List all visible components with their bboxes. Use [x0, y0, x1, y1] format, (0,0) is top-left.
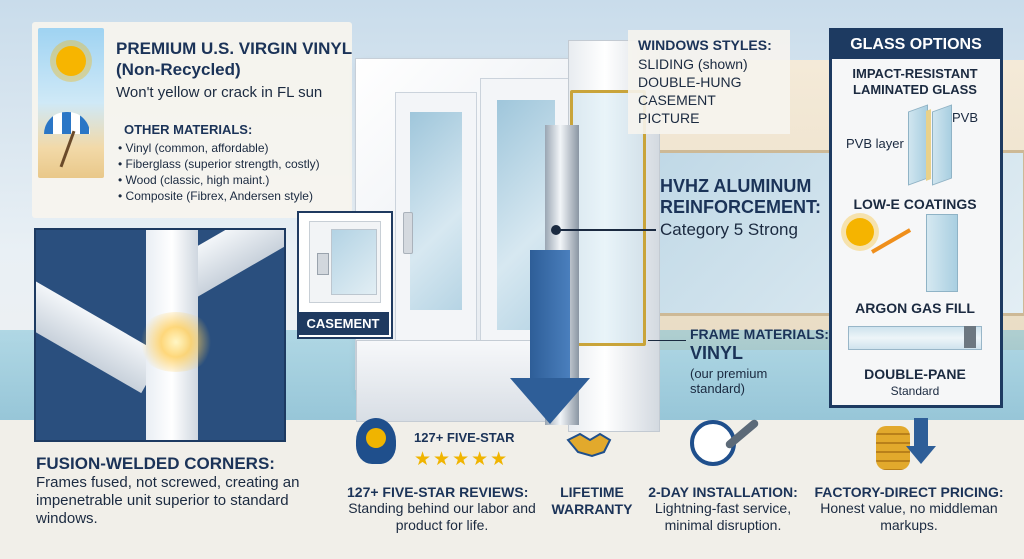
- fusion-text: Frames fused, not screwed, creating an i…: [36, 474, 300, 527]
- list-item: PICTURE: [638, 110, 700, 126]
- list-item: CASEMENT: [638, 92, 716, 108]
- frame-materials-value: VINYL: [690, 343, 744, 363]
- weld-spark: [136, 312, 216, 372]
- lifetime-warranty-title: LIFETIME WARRANTY: [551, 484, 633, 517]
- frame-pointer-line: [648, 340, 686, 341]
- star-rating: ★★★★★: [414, 449, 510, 470]
- coins-icon: [876, 426, 910, 470]
- hvhz-title: HVHZ ALUMINUM REINFORCEMENT:: [660, 176, 821, 217]
- pvb-label-left: PVB layer: [846, 136, 904, 151]
- argon-gap-illustration: [848, 326, 982, 350]
- fusion-corner-image: [34, 228, 286, 442]
- ground-background: [0, 420, 1024, 559]
- frame-materials-note: (our premium standard): [690, 366, 768, 396]
- window-styles-list: SLIDING (shown) DOUBLE-HUNG CASEMENT PIC…: [638, 55, 748, 127]
- list-item: Vinyl (common, affordable): [118, 140, 358, 156]
- sun-icon: [56, 46, 86, 76]
- window-styles-panel: [628, 30, 790, 134]
- price-down-arrow-icon: [914, 418, 928, 448]
- impact-glass-title: IMPACT-RESISTANT LAMINATED GLASS: [852, 66, 978, 97]
- fusion-title: FUSION-WELDED CORNERS:: [36, 454, 275, 473]
- pricing-text: Honest value, no middleman markups.: [820, 500, 998, 533]
- installation-text: Lightning-fast service, minimal disrupti…: [654, 500, 792, 533]
- award-check-icon: [366, 428, 386, 448]
- sun-icon: [846, 218, 874, 246]
- laminated-pane-outer: [908, 104, 928, 186]
- casement-label: CASEMENT: [297, 312, 389, 335]
- laminated-pane-inner: [932, 104, 952, 186]
- down-arrow-icon: [530, 250, 570, 380]
- down-arrow-head: [510, 378, 590, 424]
- argon-spacer: [964, 326, 976, 348]
- list-item: Wood (classic, high maint.): [118, 172, 358, 188]
- reviews-text: Standing behind our labor and product fo…: [348, 500, 536, 533]
- premium-vinyl-title: PREMIUM U.S. VIRGIN VINYL (Non-Recycled): [116, 39, 352, 79]
- other-materials-list: Vinyl (common, affordable) Fiberglass (s…: [118, 140, 358, 204]
- beach-umbrella-icon: [44, 112, 90, 134]
- five-star-badge: 127+ FIVE-STAR: [414, 430, 515, 445]
- installation-title: 2-DAY INSTALLATION:: [648, 484, 798, 500]
- list-item: DOUBLE-HUNG: [638, 74, 742, 90]
- double-pane-note: Standard: [890, 384, 940, 398]
- hvhz-pointer-line: [556, 229, 656, 231]
- pvb-label-right: PVB: [952, 110, 979, 125]
- argon-title: ARGON GAS FILL: [855, 300, 975, 316]
- double-pane-title: DOUBLE-PANE: [864, 366, 966, 382]
- handshake-icon: [566, 432, 612, 458]
- casement-handle: [317, 253, 329, 275]
- lowe-title: LOW-E COATINGS: [853, 196, 977, 212]
- list-item: SLIDING (shown): [638, 56, 748, 72]
- other-materials-title: OTHER MATERIALS:: [124, 122, 253, 137]
- lowe-pane: [926, 214, 958, 292]
- price-down-arrow-head: [906, 446, 936, 464]
- reviews-title: 127+ FIVE-STAR REVIEWS:: [347, 484, 529, 500]
- list-item: Composite (Fibrex, Andersen style): [118, 188, 358, 204]
- premium-vinyl-subtitle: Won't yellow or crack in FL sun: [116, 84, 323, 101]
- pricing-title: FACTORY-DIRECT PRICING:: [814, 484, 1004, 500]
- window-styles-title: WINDOWS STYLES:: [638, 37, 772, 53]
- pvb-layer-strip: [926, 109, 931, 181]
- casement-glass: [331, 229, 377, 295]
- hvhz-text: Category 5 Strong: [660, 220, 798, 239]
- window-handle: [403, 212, 413, 254]
- list-item: Fiberglass (superior strength, costly): [118, 156, 358, 172]
- glass-options-title: GLASS OPTIONS: [832, 31, 1000, 59]
- window-glass-left: [410, 112, 462, 310]
- frame-materials-title: FRAME MATERIALS:: [690, 326, 829, 342]
